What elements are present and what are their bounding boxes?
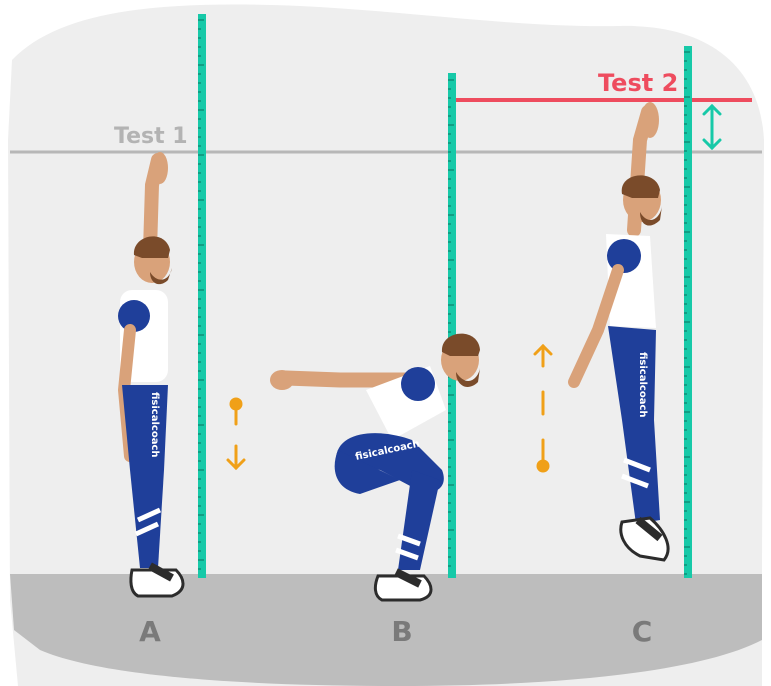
position-label-b: B [391,615,412,648]
brand-text-a: fisicalcoach [149,392,160,458]
background-blob [8,4,764,686]
test1-label: Test 1 [114,124,188,149]
pole-c [684,46,692,578]
test2-label: Test 2 [598,69,678,97]
athlete-standing: fisicalcoach [117,152,185,598]
pole-b [448,73,456,578]
position-label-a: A [139,615,161,648]
pole-a [198,14,206,578]
floor [10,574,762,686]
athlete-squatting: fisicalcoach [270,333,480,602]
double-arrow-vertical-icon [702,103,722,151]
arrow-up-dot-icon [533,343,553,473]
athlete-jumping: fisicalcoach [568,102,670,562]
brand-text-c: fisicalcoach [637,352,648,418]
arrow-down-dot-icon [226,397,246,471]
position-label-c: C [632,615,653,648]
